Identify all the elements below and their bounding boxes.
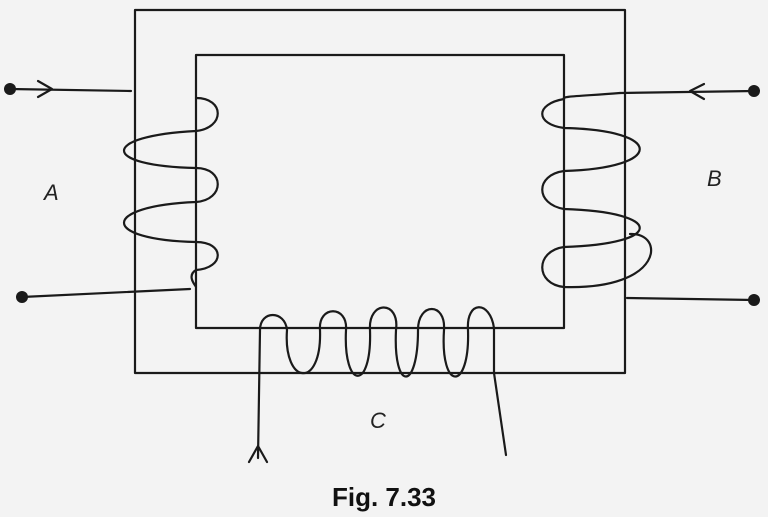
coil-c-output-lead: [492, 371, 508, 457]
coil-b-output-terminal: [748, 294, 760, 306]
coil-a-input-lead: [8, 87, 133, 93]
coil-b-input-terminal: [748, 85, 760, 97]
inner-core-window: [194, 53, 566, 330]
coil-c-label: C: [370, 408, 386, 433]
coil-c-winding: [256, 306, 496, 460]
coil-b-label: B: [707, 166, 722, 191]
coil-c-input-arrow: [247, 444, 269, 464]
coil-b-input-arrow: [688, 82, 706, 101]
coil-b-input-lead: [618, 89, 756, 95]
coil-a-winding: [122, 96, 219, 289]
coil-c: C: [247, 306, 508, 464]
coil-a-output-terminal: [16, 291, 28, 303]
coil-a-input-terminal: [4, 83, 16, 95]
coil-b-winding: [541, 91, 653, 289]
coil-b: B: [541, 82, 760, 306]
coil-a: A: [4, 79, 219, 303]
figure-caption: Fig. 7.33: [332, 482, 436, 512]
outer-core-outline: [133, 8, 627, 375]
coil-b-output-lead: [625, 296, 756, 302]
coil-a-label: A: [42, 180, 59, 205]
coil-a-input-arrow: [36, 79, 54, 99]
coil-a-output-lead: [20, 287, 192, 299]
